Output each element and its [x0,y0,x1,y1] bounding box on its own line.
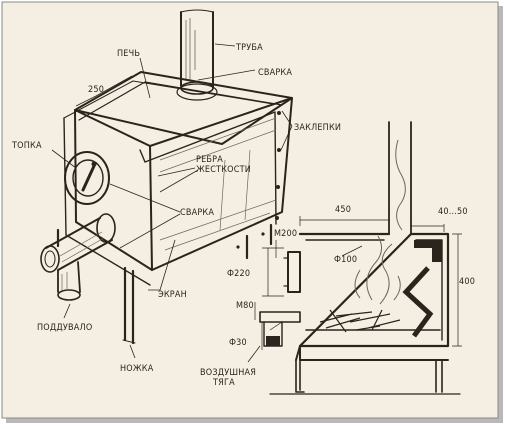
label-rebra-2: ЖЕСТКОСТИ [196,165,251,175]
stove-3d-view [40,9,293,359]
leader-lines-section [247,245,363,363]
label-svarka-top: СВАРКА [258,68,292,78]
leader-lines [51,43,293,359]
label-nozhka: НОЖКА [120,364,154,374]
ash-pit-pipe [40,213,116,301]
paper [1,1,499,419]
label-poddvalo: ПОДДУВАЛО [37,323,92,333]
firewood-logs [319,309,401,333]
label-dim-m80: М80 [236,301,254,311]
label-vozdushnaya-1: ВОЗДУШНАЯ [200,368,256,378]
labels: ТРУБА ПЕЧЬ СВАРКА 250 ЗАКЛЕПКИ ТОПКА РЕБ… [11,43,475,388]
label-dim-40-50: 40...50 [438,207,468,217]
label-svarka-mid: СВАРКА [180,208,214,218]
label-dim-phi100: Ф100 [334,255,357,265]
rivets [236,111,281,249]
label-dim-250: 250 [88,85,104,95]
stove-section-view [247,121,462,395]
label-dim-phi220: Ф220 [227,269,250,279]
label-dim-400: 400 [459,277,475,287]
label-ekran: ЭКРАН [158,290,187,300]
label-truba: ТРУБА [235,43,263,53]
dim-250-line [75,75,133,107]
label-dim-m200: М200 [274,229,297,239]
label-pech: ПЕЧЬ [117,49,140,59]
stove-side-face [149,97,293,271]
label-topka: ТОПКА [11,141,42,151]
firebox-door [64,151,110,205]
label-rebra-1: РЕБРА [196,155,223,165]
inner-baffle [402,266,434,338]
dimension-lines [254,210,462,350]
baffle [414,240,442,262]
label-vozdushnaya-2: ТЯГА [212,378,235,388]
stove-legs [56,223,273,345]
flames [354,235,401,305]
label-dim-phi30: Ф30 [229,338,247,348]
label-dim-450: 450 [335,205,351,215]
label-zaklepki: ЗАКЛЕПКИ [294,123,341,133]
